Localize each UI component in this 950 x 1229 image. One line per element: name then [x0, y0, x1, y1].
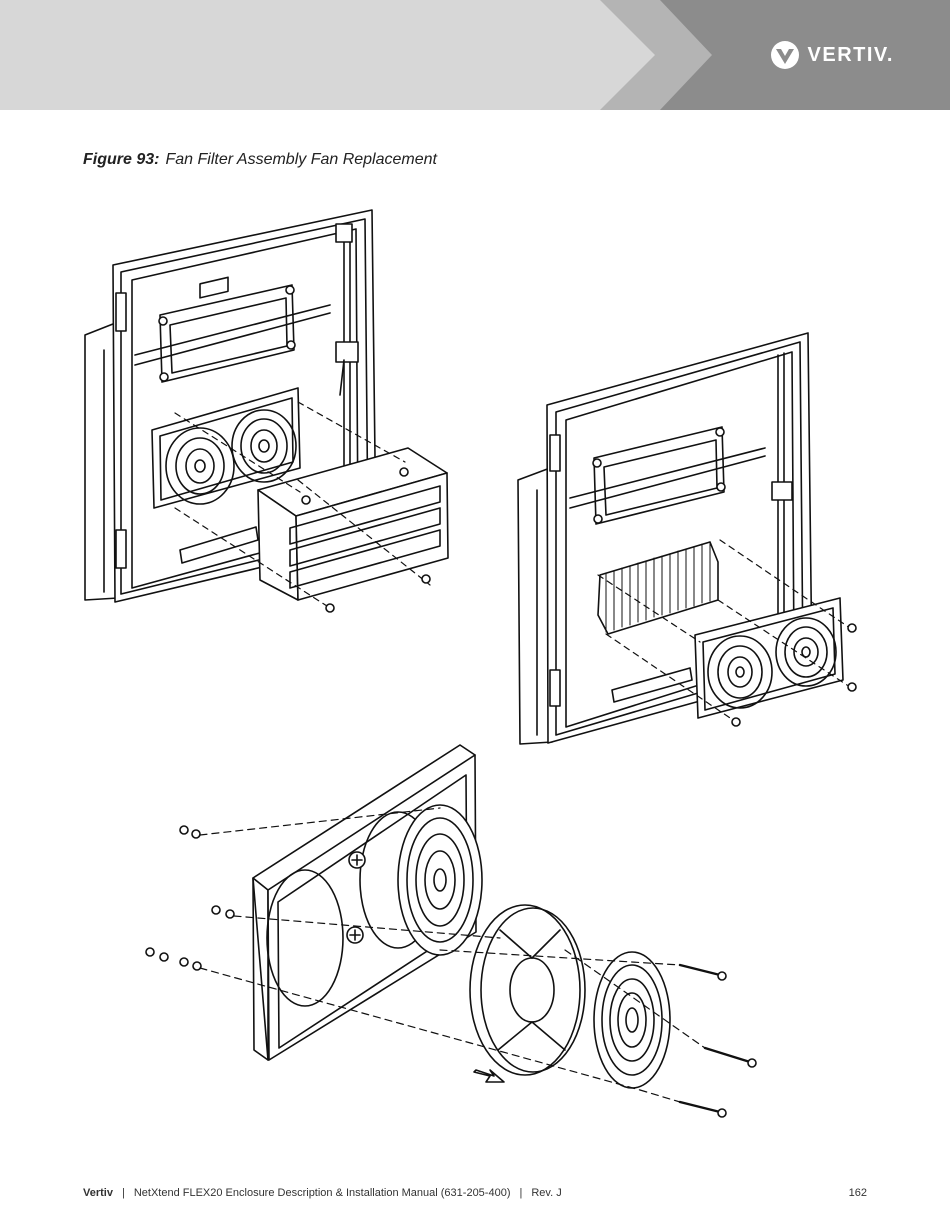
- footer-brand: Vertiv: [83, 1187, 113, 1199]
- footer-separator: |: [122, 1187, 125, 1199]
- figure-caption: Figure 93: Fan Filter Assembly Fan Replac…: [83, 151, 437, 169]
- brand-logo: VERTIV.: [770, 38, 894, 72]
- page-number: 162: [849, 1187, 867, 1199]
- assembly-door-fan-plate-removed: [518, 333, 856, 744]
- brand-wordmark: VERTIV.: [808, 44, 894, 67]
- vertiv-logo-icon: [770, 40, 800, 70]
- assembly-door-with-shroud: [85, 210, 448, 612]
- footer-document-title: NetXtend FLEX20 Enclosure Description & …: [134, 1187, 511, 1199]
- figure-title: Fan Filter Assembly Fan Replacement: [165, 151, 437, 168]
- footer-separator: |: [519, 1187, 522, 1199]
- figure-number: Figure 93:: [83, 151, 159, 168]
- page-footer: Vertiv | NetXtend FLEX20 Enclosure Descrip…: [83, 1187, 867, 1199]
- fan-filter-illustration: [0, 190, 950, 1150]
- footer-revision: Rev. J: [531, 1187, 561, 1199]
- assembly-exploded-fan-plate: [146, 745, 756, 1117]
